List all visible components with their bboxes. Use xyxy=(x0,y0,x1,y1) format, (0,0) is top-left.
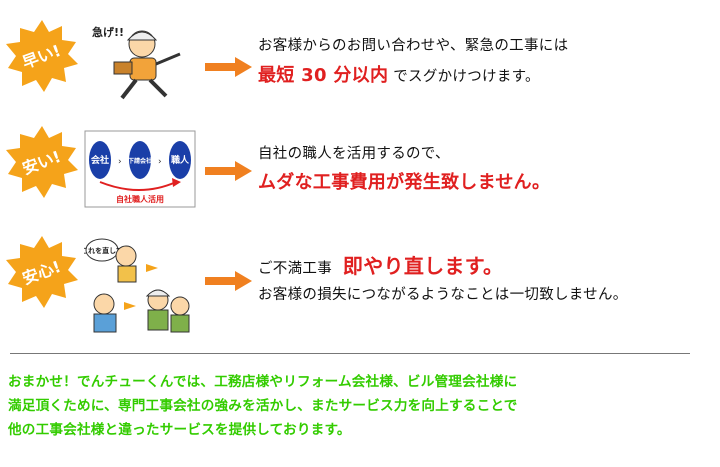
feature-line2-rest: でスグかけつけます。 xyxy=(393,69,540,85)
feature-line2: お客様の損失につながるようなことは一切致しません。 xyxy=(258,287,628,303)
footer-line: おまかせ！でんチューくんでは、工務店様やリフォーム会社様、ビル管理会社様に xyxy=(8,374,518,390)
speech-bubble-text: これを直して xyxy=(84,246,123,255)
feature-highlight: ムダな工事費用が発生致しません。 xyxy=(258,172,551,193)
arrow-right-icon xyxy=(205,56,253,78)
feature-highlight: 最短 30 分以内 xyxy=(258,65,389,86)
feature-text: 自社の職人を活用するので、 ムダな工事費用が発生致しません。 xyxy=(258,142,550,194)
arrow-right-icon xyxy=(205,160,253,182)
feature-row-cheap: 安い! 会社 下請会社 職人 › › 自社職人活用 自社の職人を活用するので、 … xyxy=(0,124,720,224)
diagram-company: 会社 xyxy=(91,154,109,166)
feature-row-safe: 安心! これを直して ご不満工事 即やり直します。 お客様の損失につながるような… xyxy=(0,228,720,333)
feature-line1: お客様からのお問い合わせや、緊急の工事には xyxy=(258,38,569,54)
diagram-caption: 自社職人活用 xyxy=(116,194,164,204)
diagram-subcontractor: 下請会社 xyxy=(128,157,152,165)
badge-burst-icon: 安心! xyxy=(4,234,80,310)
arrow-right-icon xyxy=(205,270,253,292)
feature-text: ご不満工事 即やり直します。 お客様の損失につながるようなことは一切致しません。 xyxy=(258,250,628,304)
badge-burst-icon: 早い! xyxy=(4,18,80,94)
workers-group-icon: これを直して xyxy=(81,234,196,338)
feature-highlight: 即やり直します。 xyxy=(342,254,504,278)
svg-text:›: › xyxy=(118,157,122,167)
company-diagram-icon: 会社 下請会社 職人 › › 自社職人活用 xyxy=(84,130,196,218)
illus-shout-text: 急げ!! xyxy=(92,25,124,39)
feature-line1: 自社の職人を活用するので、 xyxy=(258,146,450,162)
svg-text:›: › xyxy=(158,157,162,167)
footer-message: おまかせ！でんチューくんでは、工務店様やリフォーム会社様、ビル管理会社様に 満足… xyxy=(8,370,716,442)
feature-row-fast: 早い! 急げ!! お客様からのお問い合わせや、緊急の工事には 最短 30 分以内… xyxy=(0,18,720,118)
feature-line1-pre: ご不満工事 xyxy=(258,261,332,277)
divider xyxy=(10,353,690,354)
feature-text: お客様からのお問い合わせや、緊急の工事には 最短 30 分以内 でスグかけつけま… xyxy=(258,34,568,87)
running-worker-icon: 急げ!! xyxy=(84,18,196,106)
diagram-craftsman: 職人 xyxy=(171,154,190,166)
footer-line: 満足頂くために、専門工事会社の強みを活かし、またサービス力を向上することで xyxy=(8,398,518,414)
badge-burst-icon: 安い! xyxy=(4,124,80,200)
footer-line: 他の工事会社様と違ったサービスを提供しております。 xyxy=(8,422,351,438)
